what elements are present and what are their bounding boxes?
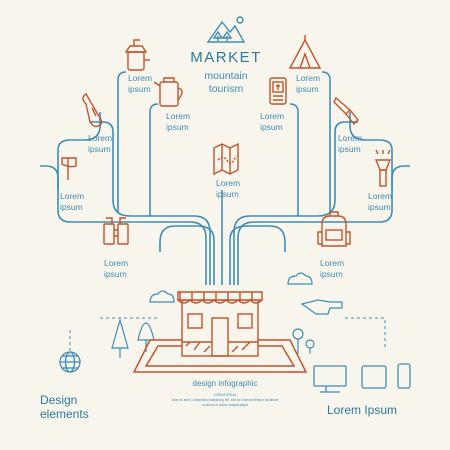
tent-icon (288, 35, 322, 69)
knife-icon (333, 96, 359, 126)
flashlight-label-1: Lorem (368, 191, 392, 201)
tent-label-2: ipsum (296, 84, 319, 94)
binoculars-icon (103, 217, 129, 245)
subtitle-line-2: tourism (209, 83, 244, 95)
binoculars-label-1: Lorem (104, 258, 128, 268)
design-title-line-1: Design (40, 393, 77, 407)
kettle-label-1: Lorem (166, 111, 190, 121)
gps-label-2: ipsum (260, 122, 283, 132)
backpack-label-1: Lorem (320, 258, 344, 268)
camping-stove-label-2: ipsum (128, 84, 151, 94)
fine-print-3: ut labore et dolore magna aliqua (202, 403, 248, 407)
camping-stove-label-1: Lorem (128, 73, 152, 83)
gps-label-1: Lorem (260, 111, 284, 121)
market-title: MARKET (190, 49, 262, 66)
cloud-icon (149, 272, 313, 303)
shop-icon (177, 291, 263, 357)
knife-label-2: ipsum (338, 144, 361, 154)
kettle-label-2: ipsum (166, 122, 189, 132)
knife-label-1: Lorem (338, 133, 362, 143)
carabiner-icon (82, 93, 103, 128)
fine-print-2: dolor sit amet, consectetur adipiscing e… (172, 398, 279, 402)
map-label-2: ipsum (216, 189, 239, 199)
map-label-1: Lorem (216, 178, 240, 188)
camping-stove-icon (124, 39, 150, 71)
flashlight-label-2: ipsum (368, 202, 391, 212)
tree-icons (111, 317, 155, 358)
flower-icons (292, 328, 315, 354)
globe-icon (59, 351, 81, 373)
dashed-connectors (69, 317, 386, 355)
binoculars-label-2: ipsum (104, 269, 127, 279)
map-icon (213, 142, 239, 176)
tree-branches (40, 71, 410, 285)
flashlight-icon (374, 149, 392, 187)
pointer-hand-icon (300, 299, 343, 315)
backpack-label-2: ipsum (320, 269, 343, 279)
backpack-icon (317, 211, 351, 247)
devices-icon (313, 363, 411, 393)
carabiner-label-1: Lorem (88, 133, 112, 143)
kettle-icon (153, 77, 183, 107)
fine-print-1: LOREM IPSUM (214, 393, 237, 397)
design-title-line-2: elements (40, 407, 89, 421)
gps-device-icon (269, 77, 287, 105)
subtitle-line-1: mountain (204, 70, 247, 82)
carabiner-label-2: ipsum (88, 144, 111, 154)
axe-icon (61, 157, 77, 180)
axe-label-1: Lorem (60, 191, 84, 201)
market-logo-icon (206, 16, 246, 43)
item-labels: Lorem ipsum Lorem ipsum Lorem ipsum Lore… (60, 73, 392, 279)
axe-label-2: ipsum (60, 202, 83, 212)
right-title: Lorem Ipsum (327, 403, 397, 417)
tent-label-1: Lorem (296, 73, 320, 83)
center-label: design infographic (193, 379, 258, 388)
